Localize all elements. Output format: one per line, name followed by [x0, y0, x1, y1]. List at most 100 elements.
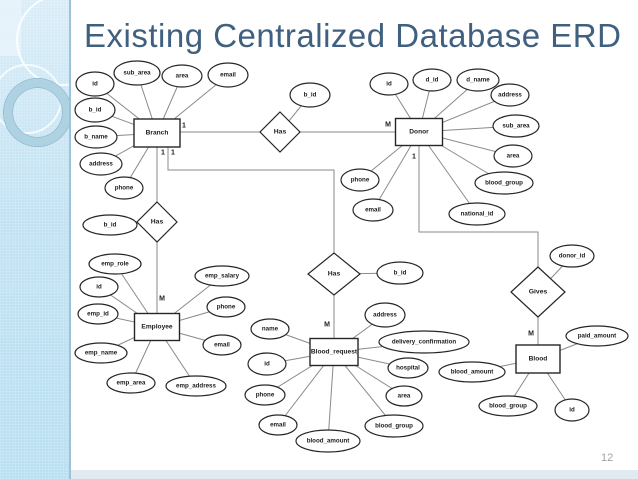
entity-blood_request: [309, 337, 359, 367]
entity-blood: [515, 344, 561, 374]
attribute-sub_area: [113, 60, 161, 86]
attribute-label: emp_role: [101, 261, 129, 268]
attribute-emp_role: [88, 253, 142, 275]
attribute-label: emp_salary: [205, 273, 240, 280]
cardinality-label: M: [528, 331, 534, 338]
attribute-label: delivery_confirmation: [392, 339, 457, 346]
attribute-label: email: [365, 207, 381, 214]
attribute-connector: [327, 351, 335, 442]
sidebar-decoration: [0, 0, 71, 479]
attribute-hospital: [387, 357, 429, 379]
attribute-label: phone: [256, 392, 275, 399]
attribute-label: area: [176, 73, 189, 80]
cardinality-label: 1: [161, 150, 165, 157]
attribute-blood_amount: [438, 361, 506, 383]
connector-branch-has-mid: [167, 147, 335, 253]
cardinality-label: 1: [171, 150, 175, 157]
attribute-area: [493, 144, 533, 168]
attribute-phone: [206, 296, 246, 318]
attribute-d_id: [412, 68, 452, 92]
attribute-label: emp_area: [117, 380, 146, 387]
attribute-label: id: [386, 81, 392, 88]
attribute-email: [207, 62, 249, 88]
attribute-id: [75, 71, 115, 97]
attribute-id: [79, 276, 119, 298]
attribute-phone: [340, 168, 380, 192]
attribute-label: address: [373, 312, 397, 319]
attribute-label: b_id: [394, 270, 407, 277]
entity-label-employee: Employee: [141, 324, 172, 331]
attribute-label: phone: [217, 304, 236, 311]
attribute-label: area: [398, 393, 411, 400]
attribute-label: paid_amount: [578, 333, 617, 340]
entity-label-donor: Donor: [409, 129, 429, 136]
page-number: 12: [601, 452, 614, 464]
attribute-label: blood_group: [375, 423, 413, 430]
cardinality-label: M: [159, 296, 165, 303]
attribute-email: [258, 414, 298, 436]
attribute-address: [364, 302, 406, 328]
attribute-address: [490, 83, 530, 107]
attribute-blood_group: [474, 171, 534, 195]
footer-strip: [71, 470, 638, 479]
slide-title: Existing Centralized Database ERD: [84, 17, 622, 54]
attribute-emp_address: [165, 375, 227, 397]
attribute-emp_name: [74, 342, 128, 364]
attribute-b_id: [74, 97, 116, 123]
attribute-label: b_id: [89, 107, 102, 114]
attribute-d_name: [456, 68, 500, 92]
attribute-label: blood_amount: [307, 438, 350, 445]
cardinality-label: 1: [182, 123, 186, 130]
attribute-label: d_name: [466, 77, 490, 84]
relationship-label-gives: Gives: [529, 289, 548, 296]
attribute-label: email: [270, 422, 286, 429]
attribute-area: [161, 64, 203, 88]
cardinality-label: 1: [412, 154, 416, 161]
attribute-label: blood_group: [485, 180, 523, 187]
relationship-has_mid: [307, 252, 361, 296]
attribute-phone: [244, 384, 286, 406]
entity-label-blood_request: Blood_request: [311, 349, 358, 356]
attribute-email: [352, 198, 394, 222]
attribute-label: id: [264, 361, 270, 368]
attribute-label: address: [498, 92, 522, 99]
relationship-has_left: [136, 201, 178, 243]
relationship-label-has_top: Has: [274, 129, 287, 136]
attribute-name: [250, 318, 290, 340]
relationship-gives: [510, 266, 566, 318]
attribute-emp_salary: [194, 265, 250, 287]
attribute-phone: [104, 176, 144, 200]
attribute-national_id: [448, 202, 506, 226]
sidebar-ring-ornament: [4, 79, 69, 146]
attribute-label: sub_area: [502, 123, 530, 130]
attribute-id: [554, 398, 590, 422]
attribute-label: name: [262, 326, 279, 333]
sidebar-square-ornament: [0, 0, 21, 56]
attribute-donor_id: [549, 244, 595, 268]
attribute-label: id: [96, 284, 102, 291]
attribute-label: emp_name: [85, 350, 118, 357]
attribute-blood_group: [478, 395, 538, 417]
attribute-label: emp_id: [87, 311, 109, 318]
attribute-label: blood_group: [489, 403, 527, 410]
attribute-b_name: [74, 125, 118, 149]
attribute-label: donor_id: [559, 253, 586, 260]
attribute-area: [385, 385, 423, 407]
attribute-label: b_id: [304, 92, 317, 99]
entity-branch: [133, 118, 181, 148]
attribute-delivery_confirmation: [378, 330, 470, 354]
attribute-id: [247, 352, 287, 376]
relationship-has_top: [259, 111, 301, 153]
attribute-label: blood_amount: [451, 369, 494, 376]
entity-donor: [394, 117, 444, 147]
attribute-id: [369, 72, 409, 96]
attribute-label: national_id: [461, 211, 494, 218]
attribute-paid_amount: [565, 325, 629, 347]
attribute-b_id: [289, 82, 331, 108]
attribute-emp_area: [106, 372, 156, 394]
entity-label-branch: Branch: [146, 130, 169, 137]
attribute-label: email: [214, 342, 230, 349]
cardinality-label: M: [385, 122, 391, 129]
relationship-label-has_left: Has: [151, 219, 164, 226]
